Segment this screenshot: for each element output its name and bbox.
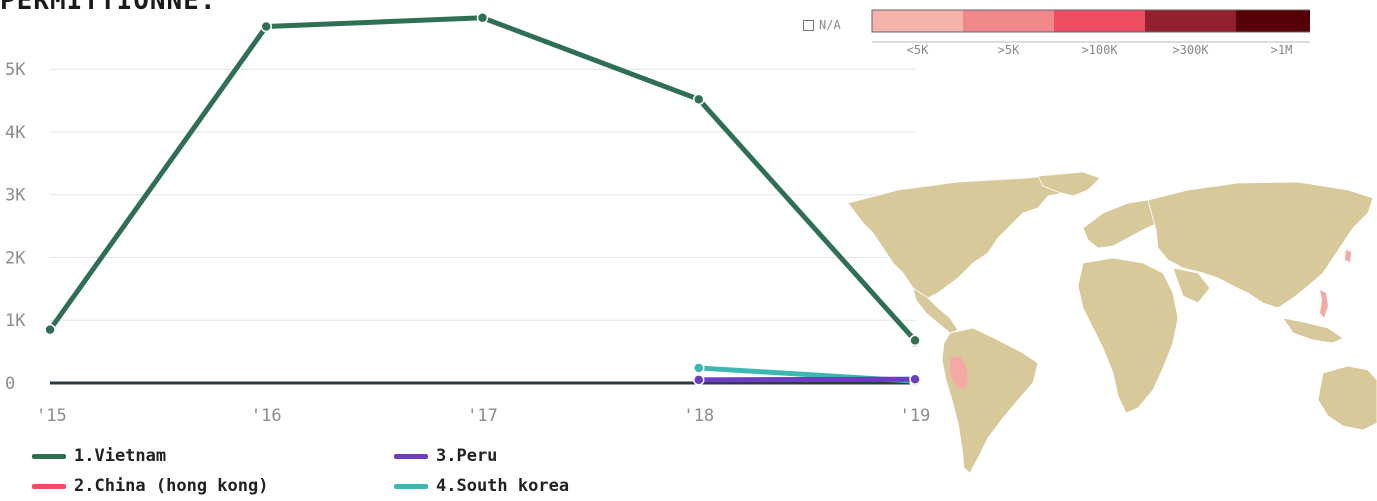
x-tick-label: '17 xyxy=(467,406,498,426)
legend-label: 1.Vietnam xyxy=(74,446,167,466)
y-tick-label: 3K xyxy=(5,186,26,206)
color-scale-legend: <5K >5K >100K >300K >1M xyxy=(871,9,1310,57)
grid-layer xyxy=(50,68,915,385)
map-region-vietnam xyxy=(1320,290,1328,318)
map-region-peru xyxy=(950,356,968,390)
map-region-korea xyxy=(1345,250,1351,262)
color-scale-swatch xyxy=(1236,10,1310,32)
color-scale-swatch xyxy=(963,10,1054,32)
color-scale-swatch xyxy=(872,10,963,32)
color-scale-label: >5K xyxy=(998,43,1020,57)
y-tick-label: 5K xyxy=(5,60,26,80)
page-title: PERMITTIONNE. xyxy=(0,0,217,16)
legend-label: 3.Peru xyxy=(436,446,498,466)
y-tick-label: 1K xyxy=(5,311,26,331)
legend-label: 2.China (hong kong) xyxy=(74,476,269,496)
x-tick-label: '18 xyxy=(683,406,714,426)
series-legend: 1.Vietnam 2.China (hong kong) 3.Peru 4.Sout… xyxy=(32,446,732,501)
legend-swatch xyxy=(32,483,66,489)
series-layer xyxy=(44,11,921,387)
na-legend: N/A xyxy=(803,18,841,32)
data-point xyxy=(909,373,921,385)
legend-swatch xyxy=(394,483,428,489)
legend-item: 3.Peru xyxy=(394,446,497,466)
data-point xyxy=(693,362,705,374)
map-land xyxy=(847,171,1377,474)
y-axis-ticks: 0 1K 2K 3K 4K 5K xyxy=(5,60,26,394)
na-swatch xyxy=(803,19,814,31)
world-map xyxy=(838,168,1377,482)
series-line xyxy=(47,15,918,343)
data-point xyxy=(909,334,921,347)
color-scale-label: <5K xyxy=(907,43,929,57)
color-scale-label: >1M xyxy=(1271,43,1293,57)
color-scale-swatch xyxy=(1145,10,1236,32)
data-point xyxy=(476,11,489,24)
x-tick-label: '15 xyxy=(36,406,67,426)
legend-item: 2.China (hong kong) xyxy=(32,476,268,496)
legend-item: 1.Vietnam xyxy=(32,446,166,466)
y-tick-label: 2K xyxy=(5,248,26,268)
y-tick-label: 4K xyxy=(5,123,26,143)
series-line xyxy=(696,376,918,383)
data-point xyxy=(693,93,705,106)
data-point xyxy=(44,323,56,336)
color-scale-swatch xyxy=(1054,10,1145,32)
legend-swatch xyxy=(394,453,428,459)
x-tick-label: '19 xyxy=(900,406,931,426)
data-point xyxy=(693,374,705,386)
line-chart: 0 1K 2K 3K 4K 5K '15 '16 '17 '18 '19 xyxy=(5,11,930,426)
legend-swatch xyxy=(32,453,66,459)
legend-item: 4.South korea xyxy=(394,476,569,496)
x-axis-ticks: '15 '16 '17 '18 '19 xyxy=(36,406,930,426)
data-point xyxy=(260,20,272,33)
legend-label: 4.South korea xyxy=(436,476,570,496)
color-scale-border xyxy=(871,9,1310,33)
na-label: N/A xyxy=(819,18,841,32)
y-tick-label: 0 xyxy=(5,374,15,394)
color-scale-label: >100K xyxy=(1081,43,1118,57)
x-tick-label: '16 xyxy=(251,406,282,426)
color-scale-label: >300K xyxy=(1172,43,1209,57)
